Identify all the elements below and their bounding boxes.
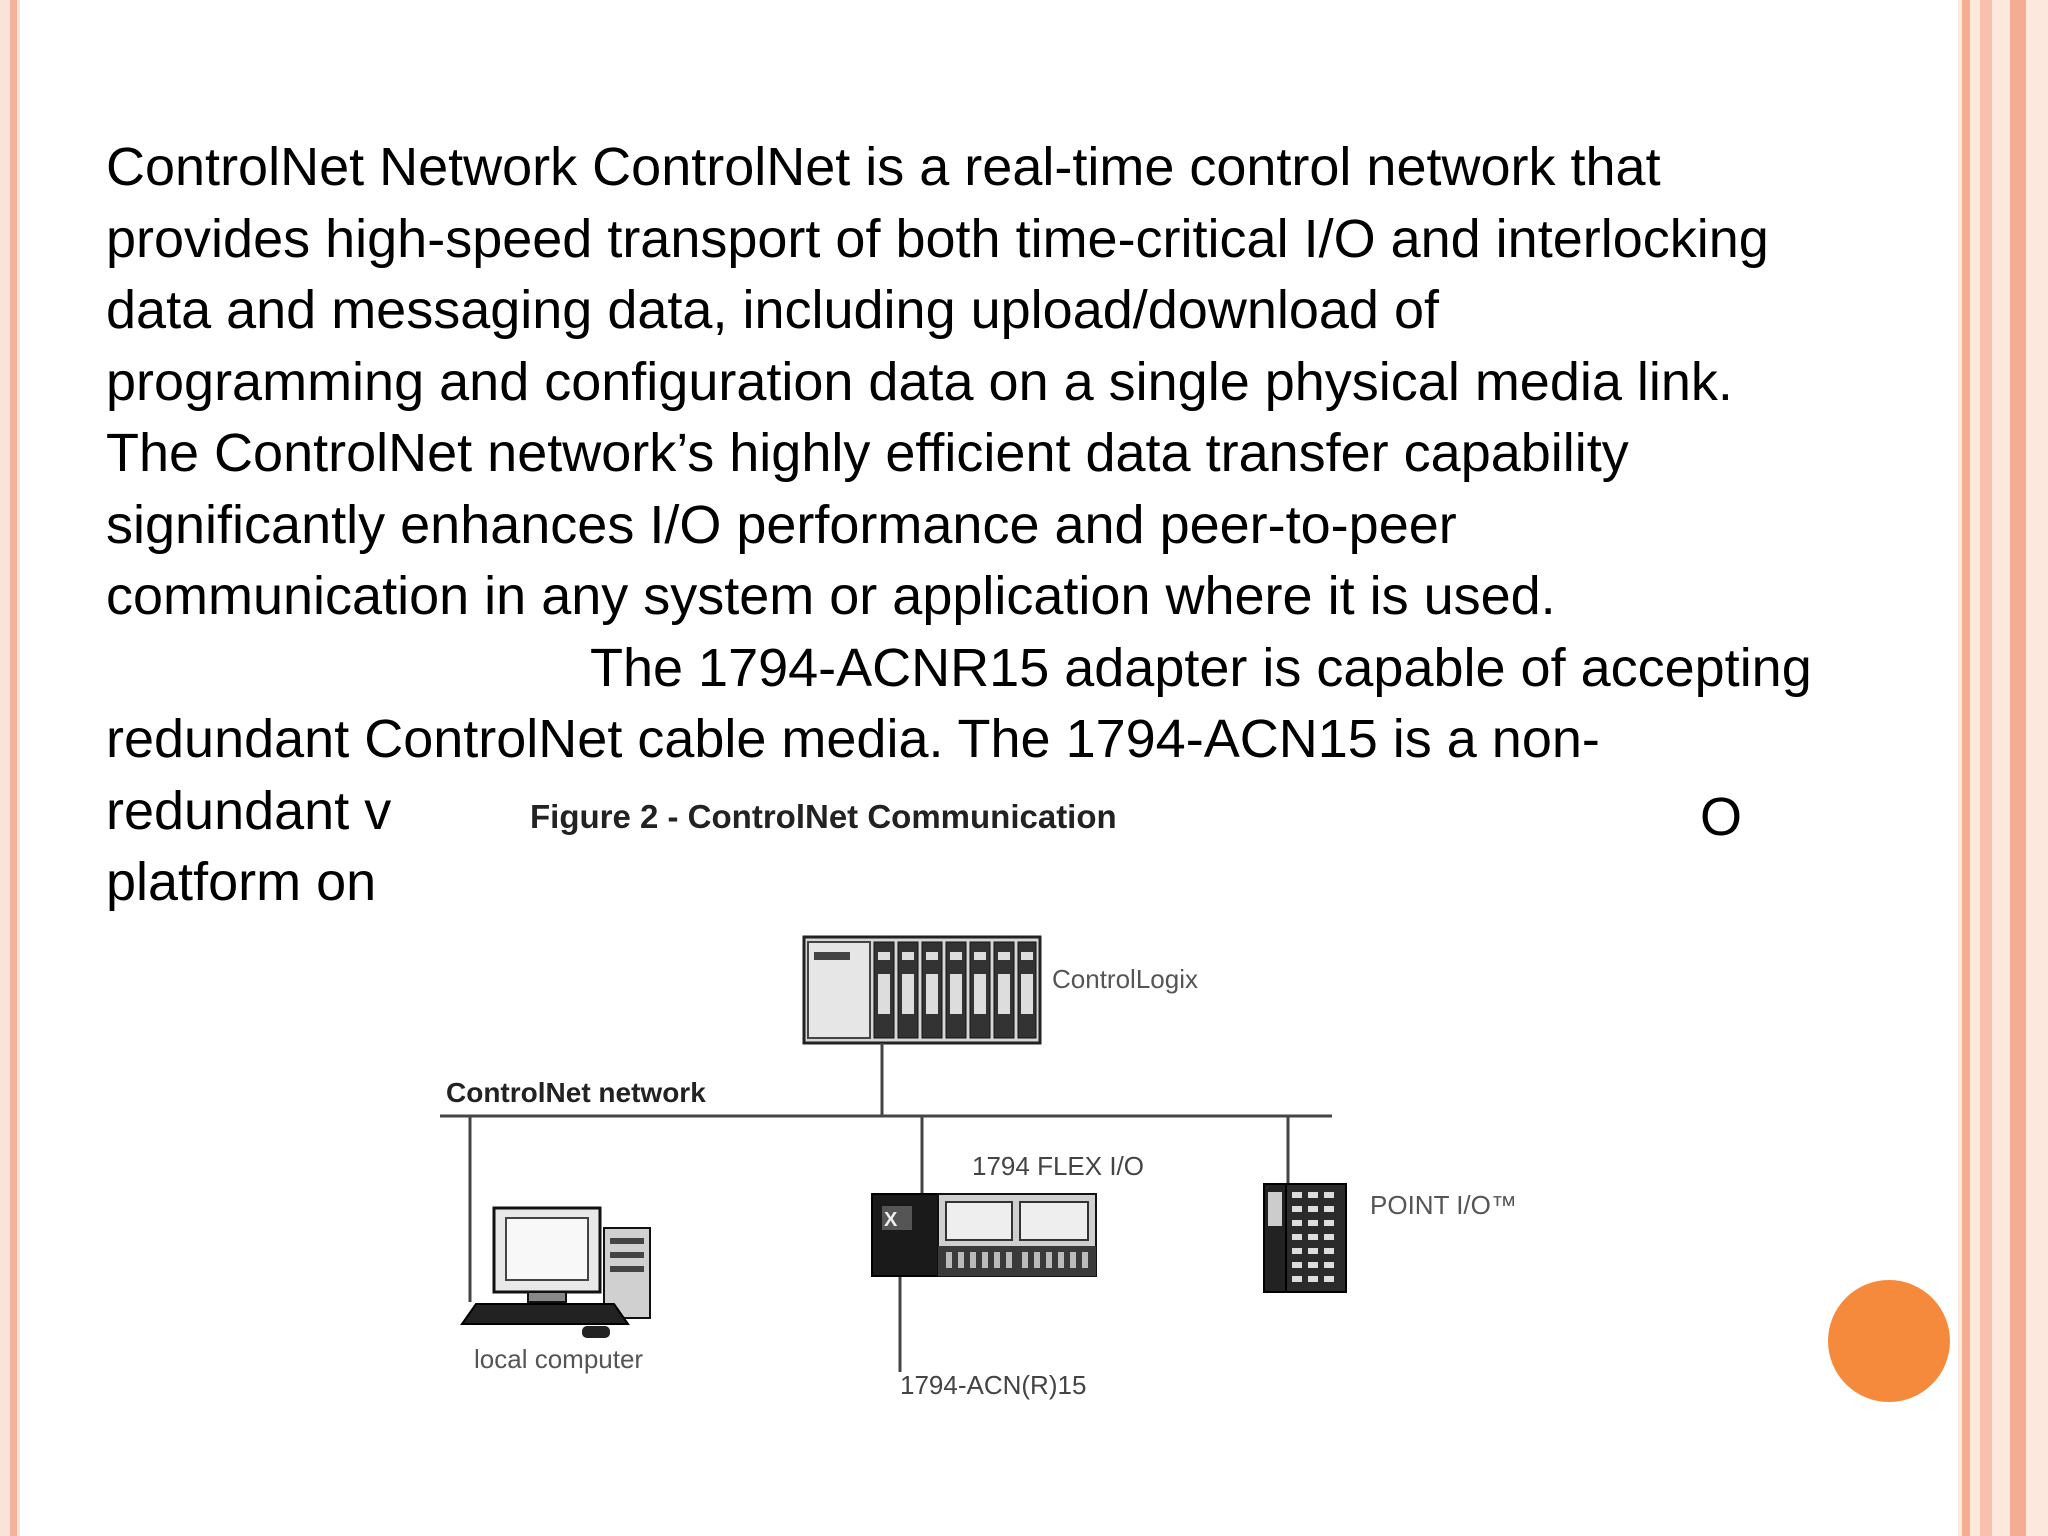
slide-border-right-line [1980, 0, 1992, 1536]
controllogix-label: ControlLogix [1052, 964, 1198, 994]
body-line: data and messaging data, including uploa… [106, 280, 1439, 340]
slide-border-left-line [10, 0, 17, 1536]
slide-border-right [1958, 0, 2048, 1536]
slide-body-text: ControlNet Network ControlNet is a real-… [106, 132, 1956, 919]
body-line: redundant v [106, 780, 392, 841]
controllogix-chassis-icon [802, 935, 1042, 1045]
body-line: ControlNet Network ControlNet is a real-… [106, 137, 1661, 197]
controlnet-diagram: Figure 2 - ControlNet Communication [440, 798, 1517, 1400]
body-line: redundant ControlNet cable media. The 17… [106, 709, 1600, 769]
slide-border-right-line [1962, 0, 1970, 1536]
body-text-fragment: O [1700, 787, 1743, 847]
body-line: The ControlNet network’s highly efficien… [106, 423, 1629, 483]
figure-title: Figure 2 - ControlNet Communication [530, 798, 1117, 835]
local-computer-label: local computer [474, 1344, 643, 1374]
flex-io-label: 1794 FLEX I/O [972, 1151, 1144, 1181]
network-label: ControlNet network [446, 1077, 706, 1108]
decorative-orange-dot [1828, 1280, 1950, 1402]
body-line: platform on [106, 852, 377, 912]
body-line: The 1794-ACNR15 adapter is capable of ac… [590, 637, 1812, 698]
body-line: significantly enhances I/O performance a… [106, 494, 1457, 555]
svg-text:X: X [884, 1209, 898, 1231]
point-io-label: POINT I/O™ [1370, 1190, 1517, 1220]
controlnet-figure: Figure 2 - ControlNet Communication [432, 782, 1562, 1422]
body-line: communication in any system or applicati… [106, 566, 1556, 626]
adapter-label: 1794-ACN(R)15 [900, 1370, 1086, 1400]
point-io-module-icon [1263, 1183, 1347, 1293]
body-line: provides high-speed transport of both ti… [106, 208, 1769, 269]
body-line: programming and configuration data on a … [106, 351, 1733, 412]
local-computer-icon [460, 1206, 651, 1338]
flex-io-module-icon: X [871, 1193, 1097, 1277]
slide-border-right-line [2010, 0, 2026, 1536]
